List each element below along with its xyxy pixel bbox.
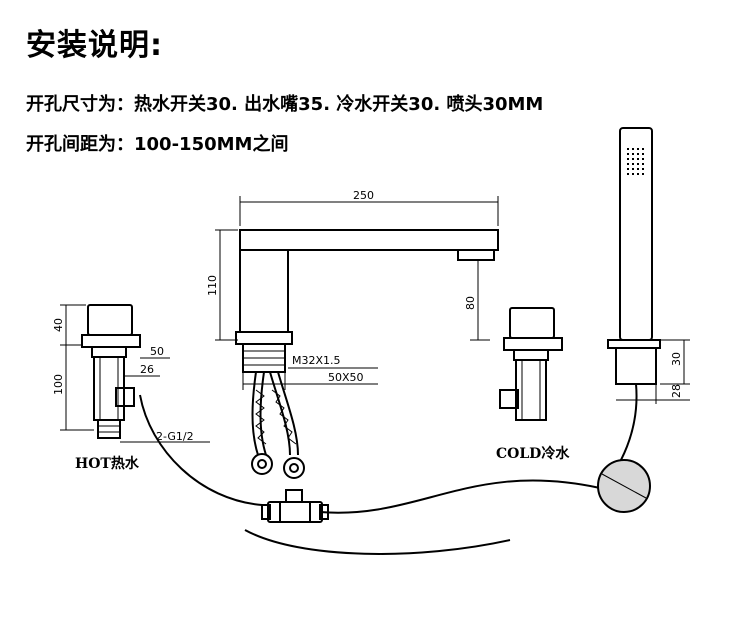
- nozzle-dot: [642, 158, 644, 160]
- nozzle-dot: [632, 148, 634, 150]
- nozzle-dot: [637, 163, 639, 165]
- dim-mount-height: 30: [670, 352, 683, 366]
- nozzle-dot: [627, 148, 629, 150]
- shower-head: [597, 459, 651, 513]
- nozzle-dot: [642, 173, 644, 175]
- nozzle-dot: [632, 168, 634, 170]
- dim-spout-length: 250: [353, 189, 374, 202]
- shower-nozzles: [627, 148, 644, 175]
- hot-valve-dimensions: [60, 304, 210, 443]
- nozzle-dot: [632, 158, 634, 160]
- dim-connector-thread: 2-G1/2: [156, 430, 194, 443]
- dim-body-height: 100: [52, 374, 65, 395]
- hot-label: HOT热水: [75, 455, 140, 472]
- page-title: 安装说明:: [26, 28, 163, 63]
- hole-size-spec: 开孔尺寸为：热水开关30. 出水嘴35. 冷水开关30. 喷头30MM: [26, 94, 544, 115]
- nozzle-dot: [642, 148, 644, 150]
- hand-shower: [607, 127, 661, 385]
- nozzle-dot: [627, 153, 629, 155]
- dim-thread: M32X1.5: [292, 354, 341, 367]
- nozzle-dot: [627, 168, 629, 170]
- nozzle-dot: [637, 148, 639, 150]
- spout-dimensions: [215, 196, 499, 390]
- dim-body-width: 26: [140, 363, 154, 376]
- nozzle-dot: [637, 153, 639, 155]
- nozzle-dot: [642, 153, 644, 155]
- nozzle-dot: [627, 173, 629, 175]
- hot-valve: [81, 304, 141, 439]
- nozzle-dot: [637, 173, 639, 175]
- supply-hoses: [251, 371, 305, 479]
- nozzle-dot: [637, 158, 639, 160]
- dim-spout-height: 110: [206, 275, 219, 296]
- dim-base: 50X50: [328, 371, 364, 384]
- dim-mount-width: 28: [670, 384, 683, 398]
- shower-hose: [139, 383, 638, 555]
- dim-outlet-height: 80: [464, 296, 477, 310]
- nozzle-dot: [632, 163, 634, 165]
- nozzle-dot: [632, 173, 634, 175]
- cold-valve: [499, 307, 563, 421]
- shower-dimensions: [616, 339, 690, 404]
- nozzle-dot: [627, 163, 629, 165]
- nozzle-dot: [637, 168, 639, 170]
- hole-spacing-spec: 开孔间距为：100-150MM之间: [26, 134, 289, 155]
- nozzle-dot: [627, 158, 629, 160]
- dim-flange: 50: [150, 345, 164, 358]
- cold-label: COLD冷水: [496, 445, 570, 462]
- diverter-valve: [261, 489, 329, 523]
- nozzle-dot: [642, 163, 644, 165]
- nozzle-dot: [632, 153, 634, 155]
- dim-handle-height: 40: [52, 318, 65, 332]
- nozzle-dot: [642, 168, 644, 170]
- spout: [235, 229, 499, 373]
